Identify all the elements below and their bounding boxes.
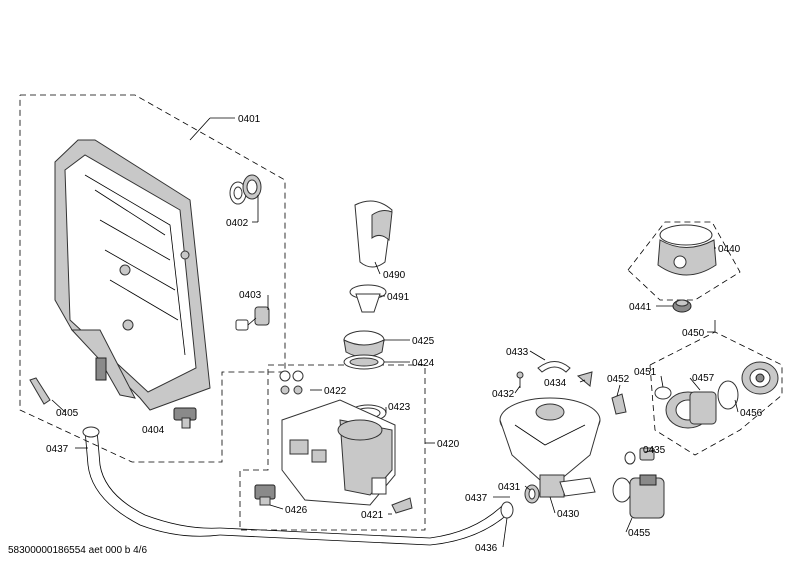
part-0491-cap bbox=[349, 284, 387, 313]
part-0404-sensor bbox=[173, 407, 197, 429]
part-0457-ring bbox=[717, 380, 739, 410]
hose-0436-right bbox=[219, 501, 514, 546]
label-0420: 0420 bbox=[437, 439, 460, 450]
label-0437-left: 0437 bbox=[46, 444, 69, 455]
part-0430-sump bbox=[499, 397, 601, 498]
part-0490-funnel bbox=[354, 200, 393, 268]
label-0404: 0404 bbox=[142, 425, 165, 436]
label-0423: 0423 bbox=[388, 402, 411, 413]
label-0452: 0452 bbox=[607, 374, 630, 385]
leader-lines bbox=[51, 117, 739, 548]
part-0433-deflector bbox=[537, 361, 571, 373]
label-0405: 0405 bbox=[56, 408, 79, 419]
label-0430: 0430 bbox=[557, 509, 580, 520]
label-0402: 0402 bbox=[226, 218, 249, 229]
part-0455-pump bbox=[612, 474, 665, 519]
part-0451-clamp bbox=[654, 386, 672, 400]
group-0450-outline bbox=[649, 331, 783, 456]
part-0425-lid bbox=[343, 330, 385, 358]
part-0403-connector bbox=[235, 306, 270, 331]
part-0401-side-panel bbox=[54, 139, 211, 411]
label-0426: 0426 bbox=[285, 505, 308, 516]
part-0421-bracket bbox=[391, 497, 413, 514]
label-0437-right: 0437 bbox=[465, 493, 488, 504]
part-0450-heat-pump bbox=[665, 391, 717, 429]
part-0441-impeller bbox=[672, 299, 692, 313]
label-0425: 0425 bbox=[412, 336, 435, 347]
part-0426-plug bbox=[254, 484, 276, 506]
label-0457: 0457 bbox=[692, 373, 715, 384]
label-0440: 0440 bbox=[718, 244, 741, 255]
label-0491: 0491 bbox=[387, 292, 410, 303]
part-0440-drain-pump bbox=[657, 224, 717, 276]
label-0490: 0490 bbox=[383, 270, 406, 281]
label-0450: 0450 bbox=[682, 328, 705, 339]
part-0424-seal bbox=[343, 354, 385, 370]
part-0456-motor bbox=[741, 361, 779, 395]
hose-0437-left bbox=[82, 426, 221, 537]
group-0401-outline bbox=[19, 94, 286, 463]
label-0421: 0421 bbox=[361, 510, 384, 521]
part-0420-regeneration-unit bbox=[281, 399, 396, 506]
label-0401: 0401 bbox=[238, 114, 261, 125]
group-0440-outline bbox=[627, 221, 741, 301]
label-0436: 0436 bbox=[475, 543, 498, 554]
label-0403: 0403 bbox=[239, 290, 262, 301]
part-0422-small-seals bbox=[279, 370, 304, 395]
label-0455: 0455 bbox=[628, 528, 651, 539]
part-0434-clip bbox=[576, 371, 593, 387]
part-0431-seal bbox=[524, 484, 540, 504]
part-0402-seal-rings bbox=[229, 174, 262, 205]
part-0405-clip bbox=[29, 377, 51, 405]
label-0451: 0451 bbox=[634, 367, 657, 378]
label-0456: 0456 bbox=[740, 408, 763, 419]
label-0431: 0431 bbox=[498, 482, 521, 493]
diagram-reference-code: 58300000186554 aet 000 b 4/6 bbox=[8, 545, 148, 556]
label-0441: 0441 bbox=[629, 302, 652, 313]
part-labels: 0401 0402 0403 0404 0405 0437 0490 0491 … bbox=[46, 114, 763, 554]
label-0435: 0435 bbox=[643, 445, 666, 456]
label-0434: 0434 bbox=[544, 378, 567, 389]
part-0452-latch bbox=[611, 393, 627, 415]
label-0432: 0432 bbox=[492, 389, 515, 400]
part-0432-screw bbox=[516, 371, 524, 388]
label-0424: 0424 bbox=[412, 358, 435, 369]
label-0422: 0422 bbox=[324, 386, 347, 397]
group-0420-outline bbox=[239, 364, 426, 531]
label-0433: 0433 bbox=[506, 347, 529, 358]
